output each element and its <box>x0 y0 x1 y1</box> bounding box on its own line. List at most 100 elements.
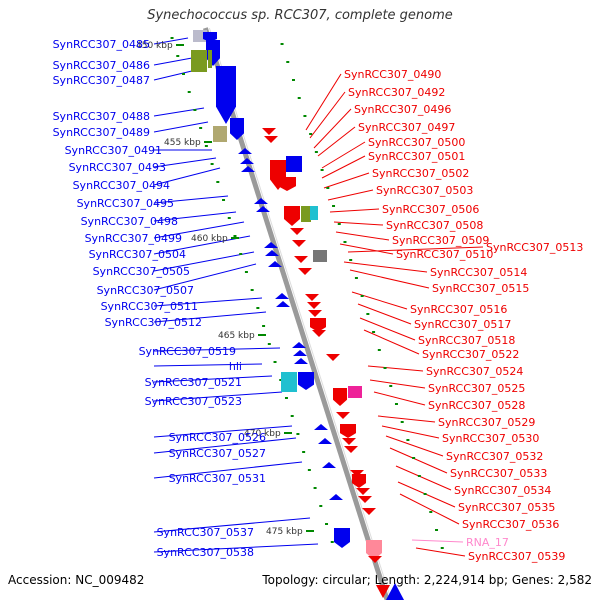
gene-label-right: SynRCC307_0536 <box>462 518 559 531</box>
leader-line <box>153 363 263 367</box>
gene-feature <box>262 128 276 135</box>
topology-text: Topology: circular; Length: 2,224,914 bp… <box>262 573 592 587</box>
gene-feature <box>216 66 236 124</box>
leader-line <box>153 425 293 438</box>
gene-feature <box>386 583 404 600</box>
gene-label-right: SynRCC307_0524 <box>426 365 523 378</box>
gene-feature <box>318 438 332 444</box>
scale-label: 455 kbp <box>164 138 201 148</box>
gene-feature <box>298 372 314 390</box>
gene-label-left: SynRCC307_0507 <box>97 284 194 297</box>
gene-label-right: SynRCC307_0517 <box>414 318 511 331</box>
scale-label: 470 kbp <box>244 429 281 439</box>
gene-block <box>348 386 362 398</box>
gene-feature <box>294 358 308 364</box>
leader-line <box>153 69 197 81</box>
gene-label-left: SynRCC307_0519 <box>139 345 236 358</box>
gene-feature <box>310 318 326 332</box>
gene-block <box>310 206 318 220</box>
gene-feature <box>358 496 372 503</box>
scale-label: 450 kbp <box>136 41 173 51</box>
gene-feature <box>336 412 350 419</box>
gene-label-right: SynRCC307_0516 <box>410 303 507 316</box>
leader-line <box>313 108 352 149</box>
leader-line <box>357 303 412 325</box>
gene-block <box>208 50 212 68</box>
leader-line <box>153 391 283 402</box>
gene-label-right: SynRCC307_0532 <box>446 450 543 463</box>
leader-line <box>153 297 263 307</box>
gene-feature <box>290 228 304 235</box>
gene-feature <box>314 424 328 430</box>
gene-feature <box>326 354 340 361</box>
gene-label-right: SynRCC307_0490 <box>344 68 441 81</box>
gene-label-left: SynRCC307_0487 <box>53 74 150 87</box>
leader-line <box>395 465 452 491</box>
leader-line <box>381 425 440 439</box>
leader-line <box>153 251 255 272</box>
gene-feature <box>264 136 278 143</box>
gene-label-left: SynRCC307_0493 <box>69 161 166 174</box>
gene-label-right: SynRCC307_0525 <box>428 382 525 395</box>
gene-label-left: SynRCC307_0499 <box>85 232 182 245</box>
leader-line <box>321 141 366 169</box>
gene-label-right: SynRCC307_0508 <box>386 219 483 232</box>
gene-label-right: SynRCC307_0513 <box>486 241 583 254</box>
leader-line <box>327 189 374 201</box>
gene-feature <box>350 470 364 477</box>
gene-feature <box>276 301 290 307</box>
gene-feature <box>284 206 300 226</box>
gene-label-right: SynRCC307_0502 <box>372 167 469 180</box>
gene-label-left: SynRCC307_0494 <box>73 179 170 192</box>
gene-feature <box>376 585 390 598</box>
gene-feature <box>305 294 319 301</box>
gene-feature <box>240 158 254 164</box>
gene-label-left: SynRCC307_0521 <box>145 376 242 389</box>
leader-line <box>389 447 448 474</box>
gene-label-right: SynRCC307_0503 <box>376 184 473 197</box>
scale-label: 465 kbp <box>218 331 255 341</box>
gene-label-left: SynRCC307_0511 <box>101 300 198 313</box>
gene-label-right: SynRCC307_0506 <box>382 203 479 216</box>
leader-line <box>363 329 420 355</box>
gene-label-left: SynRCC307_0512 <box>105 316 202 329</box>
gene-label-left: SynRCC307_0489 <box>53 126 150 139</box>
gene-label-right: SynRCC307_0535 <box>458 501 555 514</box>
gene-feature <box>322 462 336 468</box>
gene-feature <box>334 528 350 548</box>
gene-feature <box>268 261 282 267</box>
gene-feature <box>329 494 343 500</box>
leader-line <box>335 231 390 241</box>
gene-label-left: SynRCC307_0537 <box>157 526 254 539</box>
gene-feature <box>278 177 296 191</box>
leader-line <box>153 263 257 291</box>
leader-line <box>153 107 205 117</box>
gene-label-right: SynRCC307_0528 <box>428 399 525 412</box>
gene-block <box>213 126 227 142</box>
gene-feature <box>362 508 376 515</box>
gene-label-right: SynRCC307_0497 <box>358 121 455 134</box>
gene-label-right: SynRCC307_0515 <box>432 282 529 295</box>
leader-line <box>399 493 460 525</box>
gene-label-right: SynRCC307_0501 <box>368 150 465 163</box>
gene-feature <box>340 424 356 438</box>
gene-feature <box>292 240 306 247</box>
gene-feature <box>298 268 312 275</box>
gene-block <box>301 206 311 222</box>
leader-line <box>153 121 209 133</box>
gene-label-right: SynRCC307_0534 <box>454 484 551 497</box>
leader-line <box>153 37 189 45</box>
gene-feature <box>203 32 217 42</box>
gene-label-right: SynRCC307_0530 <box>442 432 539 445</box>
gene-label-right: SynRCC307_0522 <box>422 348 519 361</box>
gene-feature <box>356 488 370 495</box>
leader-line <box>367 365 424 372</box>
gene-feature <box>238 148 252 154</box>
gene-features-layer <box>191 30 404 600</box>
gene-label-left: hli <box>229 360 242 373</box>
leader-line <box>153 311 267 323</box>
scale-label: 475 kbp <box>266 527 303 537</box>
gene-label-right: SynRCC307_0500 <box>368 136 465 149</box>
gene-label-left: SynRCC307_0495 <box>77 197 174 210</box>
leader-line <box>359 317 416 341</box>
